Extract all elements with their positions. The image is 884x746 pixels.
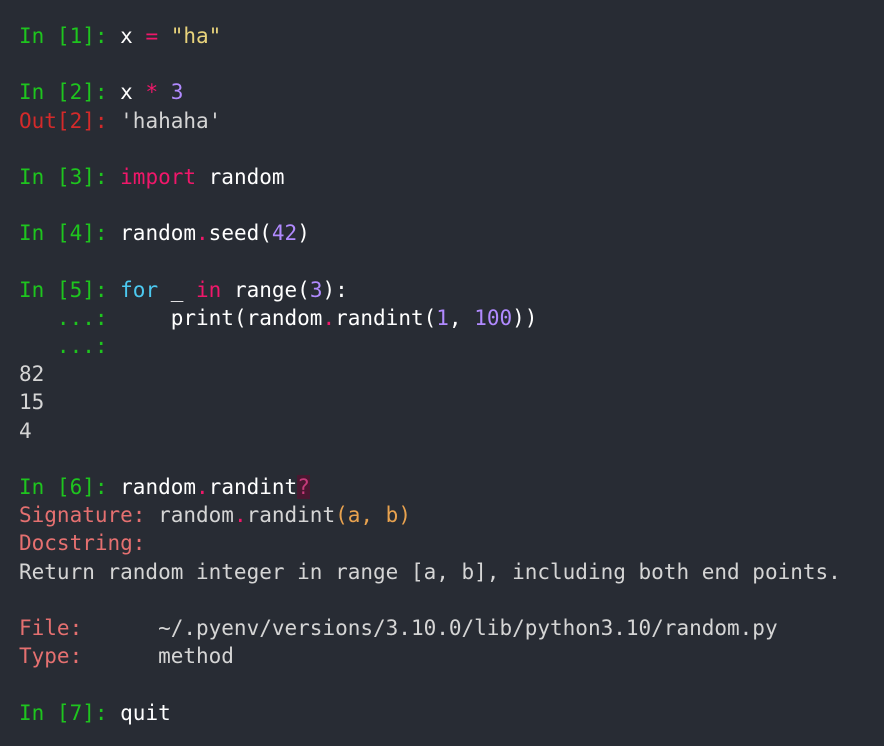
code-text: )) [512,305,538,330]
code-text: print(random [120,305,323,330]
code-string: "ha" [170,24,222,48]
input-prompt: In [7]: [19,700,121,725]
code-dot: . [196,475,209,499]
code-text: _ [158,277,197,302]
spacer [19,670,884,698]
code-text: randint( [335,305,437,330]
type-label: Type: [19,644,159,669]
signature-args: (a, b) [335,503,411,528]
continuation-prompt: ...: [19,334,108,359]
code-call: seed( [208,221,272,246]
code-command: quit [120,700,171,725]
signature-function: randint [246,503,336,528]
cell-3-input: In [3]: import random [19,163,884,191]
cell-7-input[interactable]: In [7]: quit [19,699,884,727]
input-prompt: In [5]: [19,277,121,302]
stdout-line: 82 [19,362,45,387]
spacer [19,248,884,276]
code-variable: x [120,80,133,105]
code-dot: . [196,221,209,246]
input-prompt: In [1]: [19,24,121,48]
help-file: File: ~/.pyenv/versions/3.10.0/lib/pytho… [19,614,884,642]
code-paren: ) [297,221,310,246]
cell-2-input: In [2]: x * 3 [19,78,884,106]
spacer [19,135,884,163]
signature-object: random [158,503,234,528]
spacer [19,586,884,614]
file-label: File: [19,615,159,640]
cell-5-continuation-2: ...: [19,332,884,360]
signature-dot: . [233,503,247,528]
code-dot: . [322,305,336,330]
output-value: 'hahaha' [120,108,222,133]
code-operator: * [132,80,171,105]
code-number: 3 [309,277,323,302]
code-text: random [196,164,285,189]
code-number: 42 [271,221,298,246]
stdout-line: 15 [19,390,45,415]
spacer [19,50,884,78]
output-prompt: Out[2]: [19,108,121,133]
code-keyword-in: in [196,277,222,302]
code-operator: = [132,24,171,48]
code-object: random [120,221,197,246]
code-function: randint [208,475,298,499]
code-text: range( [221,277,310,302]
cell-1-input: In [1]: x = "ha" [19,22,884,50]
spacer [19,191,884,219]
code-text: ): [322,277,348,302]
type-value: method [158,644,234,669]
code-object: random [120,475,197,499]
cell-4-input: In [4]: random.seed(42) [19,219,884,247]
spacer [19,445,884,473]
cell-5-input: In [5]: for _ in range(3): [19,276,884,304]
input-prompt: In [4]: [19,221,121,246]
file-value: ~/.pyenv/versions/3.10.0/lib/python3.10/… [158,615,778,640]
code-keyword-for: for [120,277,159,302]
cell-2-output: Out[2]: 'hahaha' [19,107,884,135]
help-signature: Signature: random.randint(a, b) [19,501,884,529]
code-number: 100 [474,305,513,330]
code-number: 3 [170,80,184,105]
code-variable: x [120,24,133,48]
input-prompt: In [6]: [19,475,121,499]
code-text: , [448,305,475,330]
input-prompt: In [3]: [19,164,121,189]
continuation-prompt: ...: [19,305,121,330]
help-type: Type: method [19,642,884,670]
cursor-question-mark: ? [297,475,310,499]
cell-6-input: In [6]: random.randint? [19,473,884,501]
docstring-text: Return random integer in range [a, b], i… [19,559,841,584]
code-number: 1 [436,305,449,330]
stdout-line: 4 [19,418,32,443]
input-prompt: In [2]: [19,80,121,105]
signature-label: Signature: [19,503,159,528]
cell-5-continuation-1: ...: print(random.randint(1, 100)) [19,304,884,332]
code-keyword: import [120,164,197,189]
docstring-label: Docstring: [19,531,146,556]
